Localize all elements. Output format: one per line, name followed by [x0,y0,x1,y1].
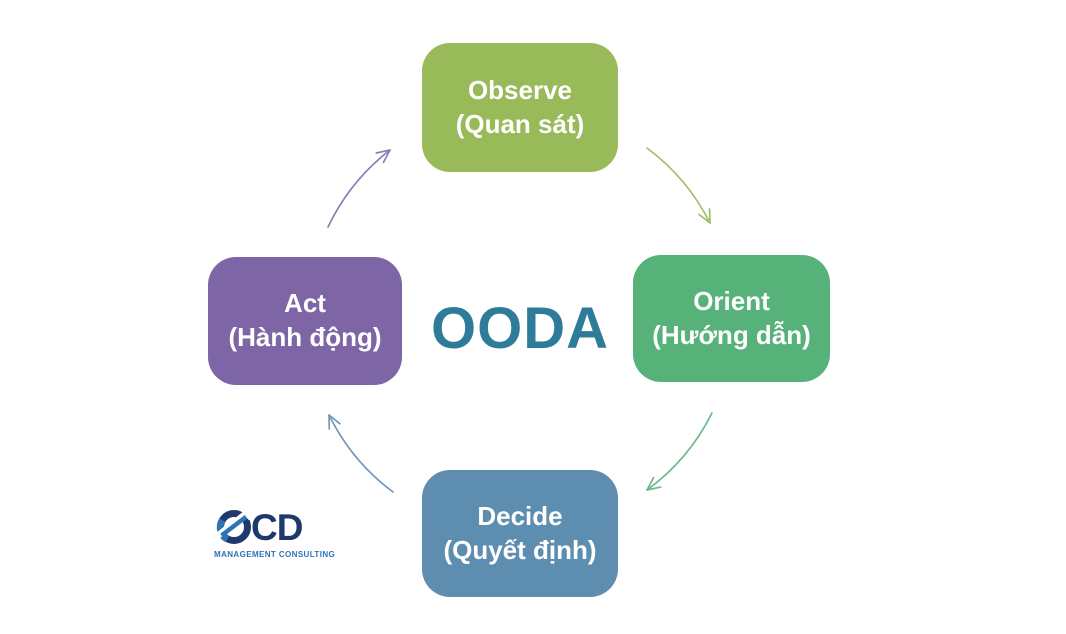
node-observe-subtitle: (Quan sát) [455,108,585,139]
center-ooda-label: OODA [431,295,609,361]
ocd-logo-tagline: MANAGEMENT CONSULTING [214,550,336,559]
node-orient-subtitle: (Hướng dẫn) [652,319,811,350]
node-orient: Orient (Hướng dẫn) [633,255,830,382]
arrow-decide-to-act [328,414,394,493]
node-decide-title: Decide [477,500,563,531]
node-decide: Decide (Quyết định) [422,470,618,597]
ocd-logo: CD MANAGEMENT CONSULTING [214,506,336,559]
node-act: Act (Hành động) [208,257,402,385]
node-orient-title: Orient [693,285,770,316]
node-act-title: Act [284,288,326,319]
ocd-logo-o-icon [214,510,252,544]
ocd-logo-row: CD [214,506,326,548]
node-observe-title: Observe [467,74,573,105]
arrow-orient-to-decide [646,412,713,491]
node-decide-subtitle: (Quyết định) [443,534,597,565]
arrow-observe-to-orient [646,147,711,224]
arrow-act-to-observe [327,149,391,228]
node-act-subtitle: (Hành động) [228,322,382,352]
ocd-logo-letters: CD [251,506,303,548]
node-observe: Observe (Quan sát) [422,43,618,172]
